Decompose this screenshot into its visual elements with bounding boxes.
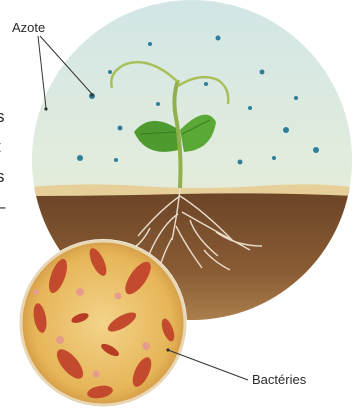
label-azote: Azote (12, 20, 45, 35)
bacteria-zoom-inset (19, 239, 187, 407)
clipped-text: – (0, 198, 5, 215)
label-bacteries: Bactéries (252, 372, 306, 387)
clipped-text: t (0, 138, 1, 155)
clipped-text: s (0, 108, 5, 125)
clipped-text: s (0, 168, 5, 185)
